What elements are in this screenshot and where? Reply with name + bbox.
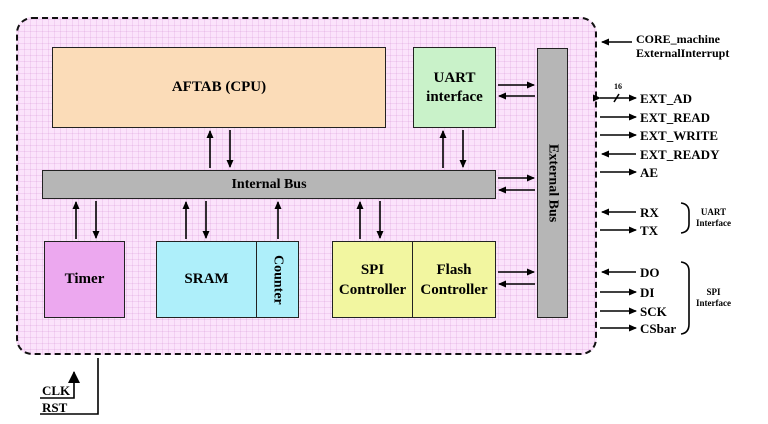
core-interrupt-line1: CORE_machine bbox=[636, 32, 720, 46]
ext-ad-width-tick bbox=[613, 93, 620, 103]
sram-label: SRAM bbox=[184, 271, 229, 287]
clk-label: CLK bbox=[42, 383, 71, 398]
ext-read-label: EXT_READ bbox=[640, 110, 711, 125]
counter-label: Counter bbox=[270, 254, 286, 305]
sck-label: SCK bbox=[640, 304, 667, 319]
spi-group-line2: Interface bbox=[696, 298, 731, 308]
cpu-block: AFTAB (CPU) bbox=[52, 47, 386, 128]
ext-ready-label: EXT_READY bbox=[640, 147, 720, 162]
external-bus-label: External Bus bbox=[545, 143, 561, 223]
ext-write-label: EXT_WRITE bbox=[640, 128, 719, 143]
spi-group-label: SPI Interface bbox=[696, 287, 731, 309]
flash-controller-block: Flash Controller bbox=[412, 241, 496, 318]
internal-bus-label: Internal Bus bbox=[231, 176, 307, 192]
rx-label: RX bbox=[640, 205, 659, 220]
ext-ad-label: EXT_AD bbox=[640, 91, 693, 106]
uart-interface-block: UART interface bbox=[413, 47, 496, 128]
rst-line bbox=[40, 358, 99, 415]
tx-label: TX bbox=[640, 223, 659, 238]
sram-block: SRAM bbox=[156, 241, 257, 318]
do-label: DO bbox=[640, 265, 660, 280]
uart-group-line1: UART bbox=[700, 207, 727, 217]
rst-label: RST bbox=[42, 400, 68, 415]
clk-line bbox=[40, 371, 80, 399]
cpu-label: AFTAB (CPU) bbox=[171, 79, 267, 95]
timer-label: Timer bbox=[64, 271, 105, 287]
flash-label-line1: Flash bbox=[436, 261, 472, 278]
uart-group-line2: Interface bbox=[696, 218, 731, 228]
core-interrupt-label: CORE_machine ExternalInterrupt bbox=[636, 32, 729, 60]
timer-block: Timer bbox=[44, 241, 125, 318]
di-label: DI bbox=[640, 285, 655, 300]
uart-label-line1: UART bbox=[433, 69, 476, 86]
spi-group-line1: SPI bbox=[706, 287, 721, 297]
ae-label: AE bbox=[640, 165, 659, 180]
bus-width-label: 16 bbox=[614, 82, 622, 91]
spi-label-line2: Controller bbox=[338, 281, 407, 298]
flash-label-line2: Controller bbox=[420, 281, 488, 298]
uart-group-label: UART Interface bbox=[696, 207, 731, 229]
external-bus: External Bus bbox=[537, 48, 568, 318]
uart-interface-bracket bbox=[680, 202, 690, 234]
counter-block: Counter bbox=[256, 241, 299, 318]
core-interrupt-line2: ExternalInterrupt bbox=[636, 46, 730, 60]
internal-bus: Internal Bus bbox=[42, 170, 496, 199]
csbar-label: CSbar bbox=[640, 321, 677, 336]
spi-controller-block: SPI Controller bbox=[332, 241, 413, 318]
spi-label-line1: SPI bbox=[360, 261, 385, 278]
uart-label-line2: interface bbox=[426, 88, 483, 105]
spi-interface-bracket bbox=[680, 261, 690, 335]
